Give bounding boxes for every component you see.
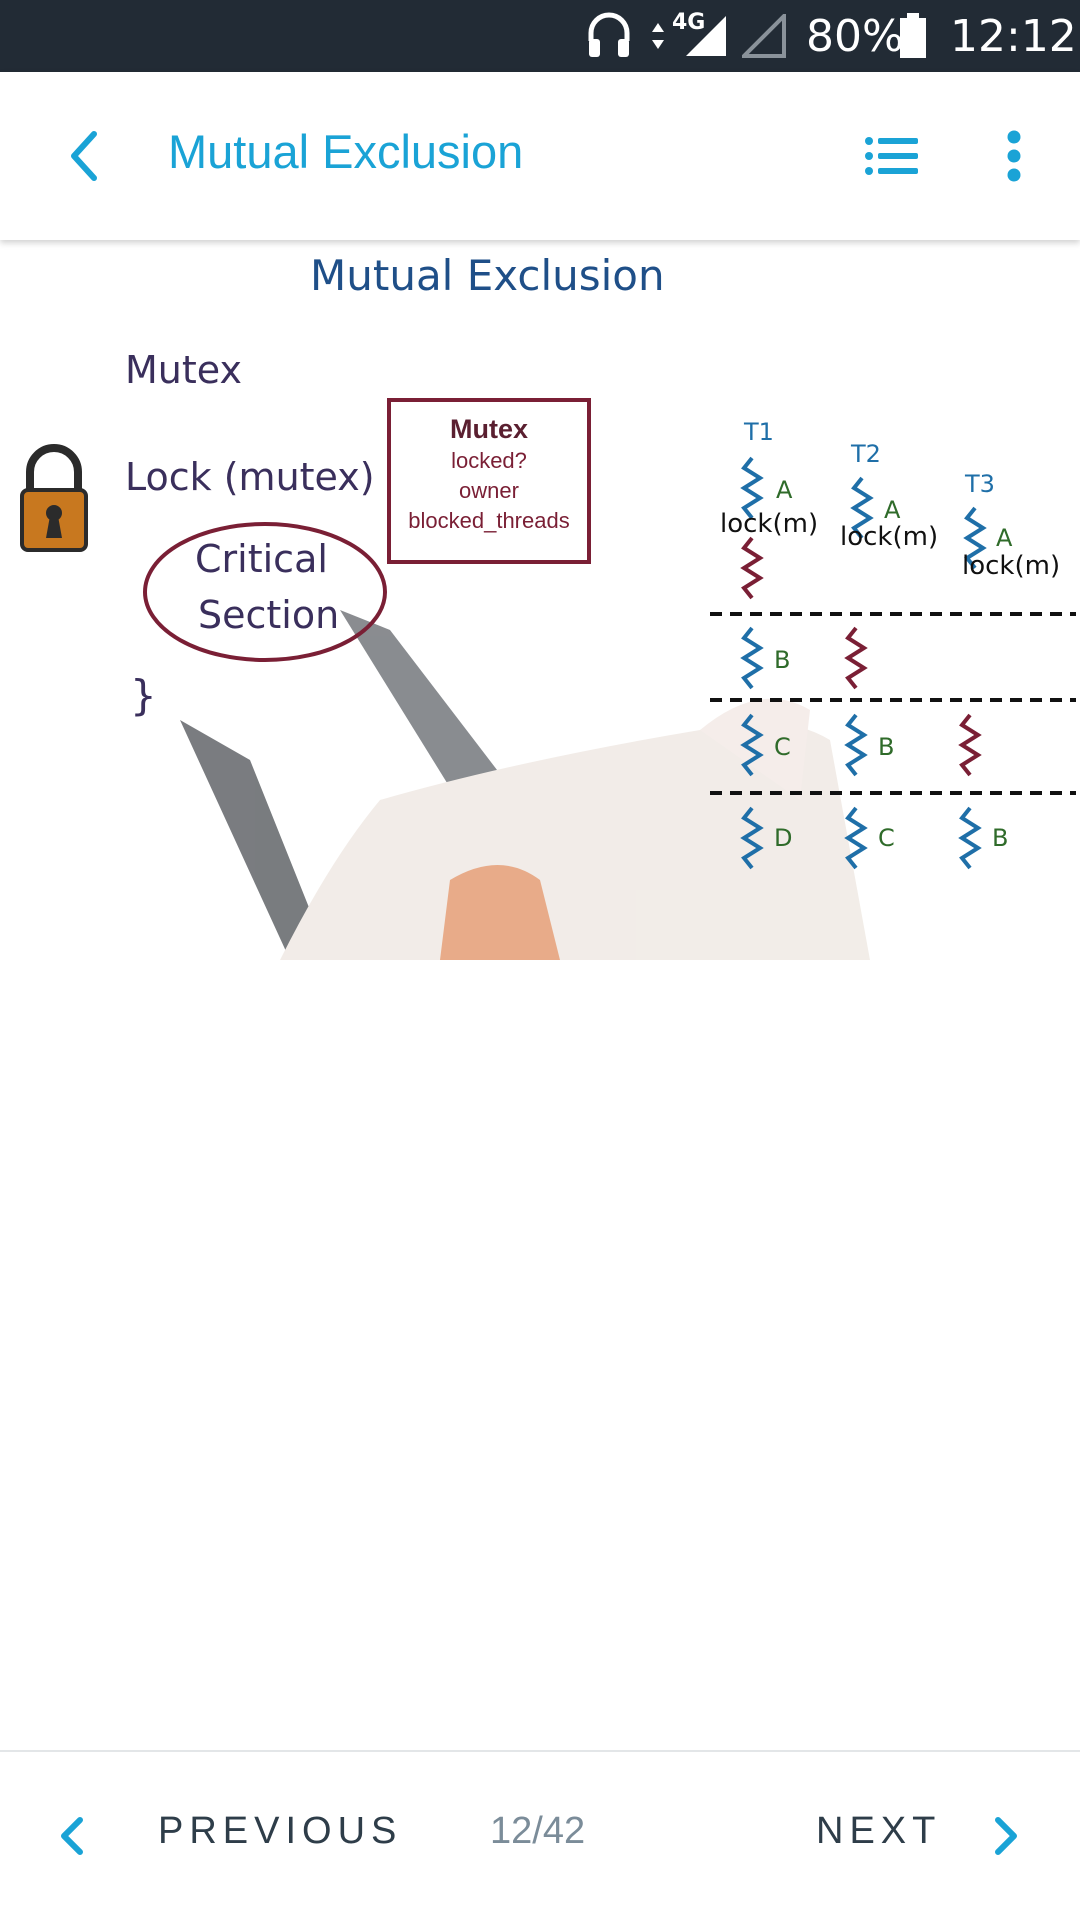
t1-step-d: D	[774, 824, 792, 852]
mutex-struct-box	[387, 398, 591, 564]
page-title: Mutual Exclusion	[168, 125, 524, 178]
headphones-icon	[586, 0, 632, 72]
thread-t2-segment-c	[844, 806, 868, 870]
no-signal-icon	[742, 0, 786, 72]
bottom-divider	[0, 1750, 1080, 1752]
t3-step-b: B	[992, 824, 1008, 852]
bottom-navigation: PREVIOUS 12/42 NEXT	[0, 1752, 1080, 1920]
thread-t1-segment-d	[740, 806, 764, 870]
data-arrows-icon	[650, 0, 666, 72]
mutex-field-locked: locked?	[451, 448, 527, 473]
thread-t2-segment-b	[844, 713, 868, 777]
t2-step-b: B	[878, 733, 894, 761]
chevron-left-icon	[61, 1817, 83, 1855]
thread-t3-segment-b	[958, 806, 982, 870]
thread-t1-segment-c	[740, 713, 764, 777]
t3-lock-call: lock(m)	[962, 551, 1060, 581]
critical-section-line1: Critical	[195, 537, 328, 581]
lock-call-line: Lock (mutex) {	[125, 455, 411, 499]
thread-label-t1: T1	[743, 418, 774, 446]
t2-step-a: A	[884, 496, 901, 524]
board-title: Mutual Exclusion	[310, 251, 665, 300]
t1-step-a: A	[776, 476, 793, 504]
list-icon	[865, 137, 918, 175]
critical-section-line2: Section	[198, 593, 339, 637]
t1-step-c: C	[774, 733, 791, 761]
more-options-button[interactable]	[974, 112, 1054, 200]
back-arrow-icon	[71, 131, 97, 181]
hand-illustration	[180, 610, 870, 960]
more-vert-icon	[1007, 130, 1021, 182]
mutex-box-title: Mutex	[450, 414, 528, 444]
thread-t2-waiting	[844, 626, 868, 690]
lesson-list-button[interactable]	[852, 116, 932, 196]
previous-label: PREVIOUS	[158, 1810, 403, 1852]
thread-t1-waiting	[740, 536, 764, 600]
status-bar: 4G 80% 12:12	[0, 0, 1080, 72]
cell-signal-icon	[684, 0, 728, 72]
thread-t2-segment-a	[850, 476, 874, 540]
next-label: NEXT	[816, 1810, 942, 1852]
mutex-field-blocked-threads: blocked_threads	[408, 508, 569, 533]
thread-t3-segment-a	[963, 506, 987, 570]
critical-section-ellipse	[143, 522, 387, 662]
network-type-label: 4G	[672, 9, 706, 35]
thread-t1-segment-a	[740, 456, 764, 520]
t2-lock-call: lock(m)	[840, 522, 938, 552]
t2-step-c: C	[878, 824, 895, 852]
clock: 12:12	[950, 10, 1077, 62]
lesson-video-frame[interactable]: Mutual Exclusion Mutex Lock (mutex) { Cr…	[0, 240, 1080, 960]
back-button[interactable]	[44, 112, 124, 200]
battery-icon	[898, 0, 928, 72]
mutex-field-owner: owner	[459, 478, 519, 503]
next-button[interactable]: NEXT	[790, 1772, 1050, 1900]
previous-button[interactable]: PREVIOUS	[40, 1772, 396, 1900]
t1-lock-call: lock(m)	[720, 509, 818, 539]
thread-t3-waiting	[958, 713, 982, 777]
chevron-right-icon	[995, 1817, 1017, 1855]
app-bar: Mutual Exclusion	[0, 72, 1080, 240]
page-indicator: 12/42	[490, 1810, 586, 1852]
padlock-icon	[20, 444, 88, 552]
t1-step-b: B	[774, 646, 790, 674]
t3-step-a: A	[996, 524, 1013, 552]
thread-label-t2: T2	[850, 440, 881, 468]
closing-brace: }	[130, 671, 157, 720]
mutex-label: Mutex	[125, 348, 242, 392]
thread-t1-segment-b	[740, 626, 764, 690]
thread-label-t3: T3	[964, 470, 995, 498]
battery-percent: 80%	[806, 10, 904, 62]
